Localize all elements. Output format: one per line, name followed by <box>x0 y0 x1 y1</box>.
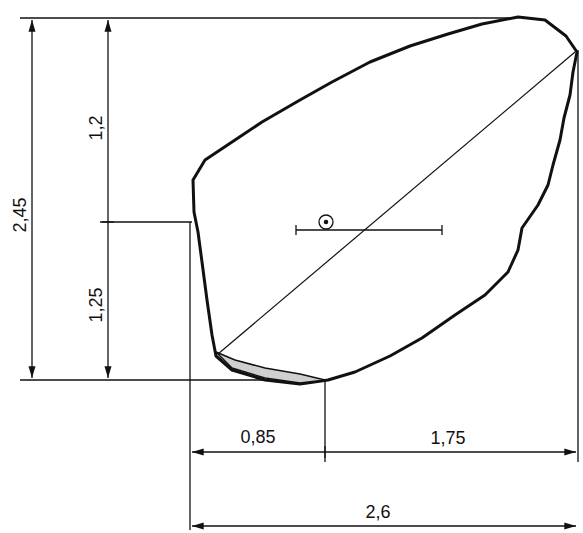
dimension-value: 1,75 <box>428 428 467 448</box>
dimension-value: 1,25 <box>86 285 106 324</box>
cortex-zone <box>216 352 325 383</box>
dimension-value: 1,2 <box>86 113 106 142</box>
dimension-lines <box>20 18 578 530</box>
dimension-value: 2,6 <box>363 502 392 522</box>
diagonal-axis <box>218 52 575 354</box>
dimension-value: 2,45 <box>10 195 30 234</box>
stone-outline <box>193 17 577 384</box>
center-symbol <box>296 215 442 235</box>
dimension-value: 0,85 <box>238 427 277 447</box>
